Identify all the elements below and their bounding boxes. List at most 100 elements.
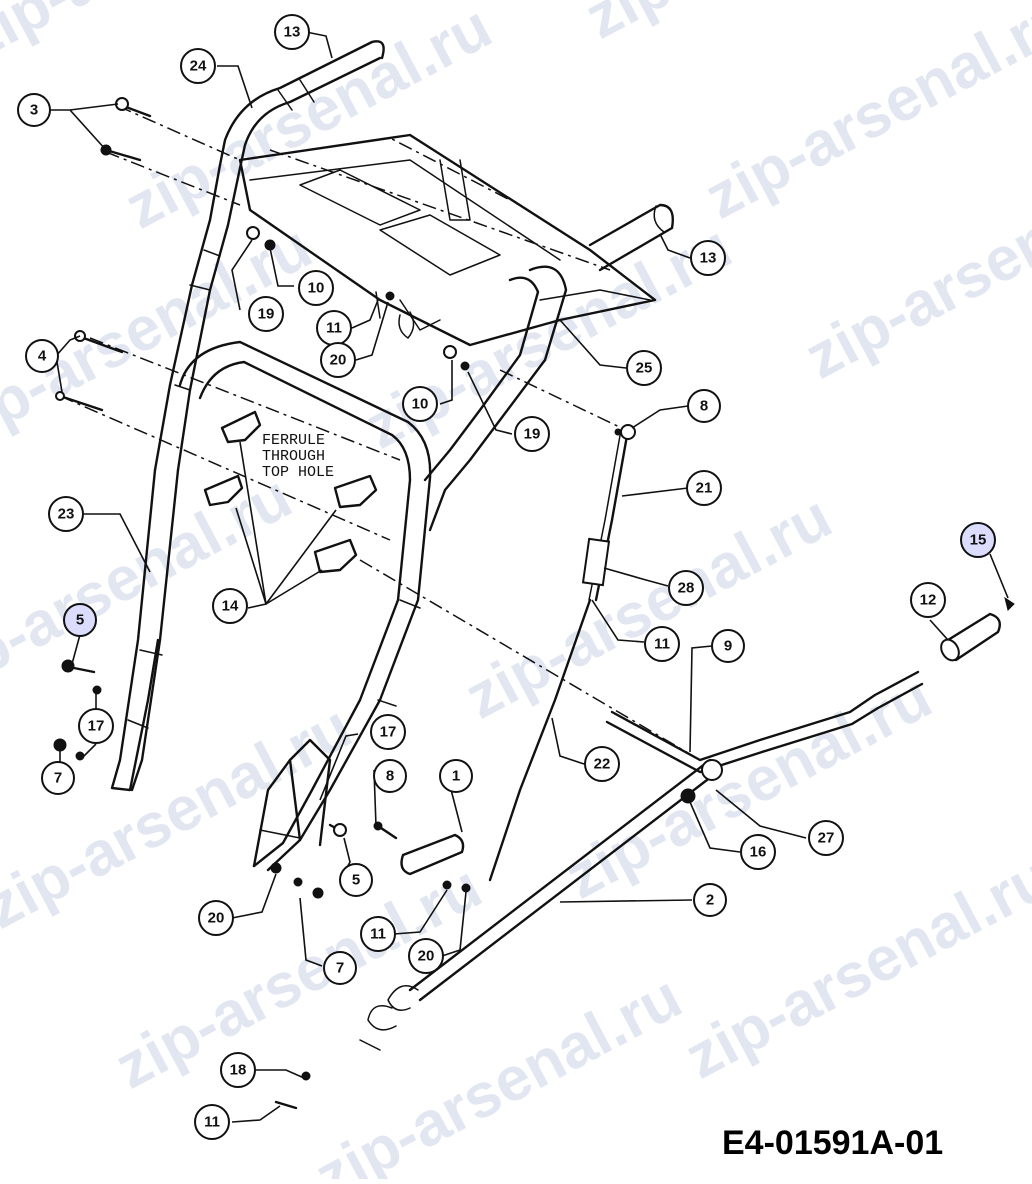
callout-number: 20 xyxy=(418,948,435,965)
callout-5: 5 xyxy=(339,863,373,897)
callout-number: 27 xyxy=(818,830,835,847)
callout-2: 2 xyxy=(693,883,727,917)
callout-circle xyxy=(339,863,373,897)
callout-circle xyxy=(808,820,844,856)
callout-number: 17 xyxy=(88,718,105,735)
callout-circle xyxy=(644,626,680,662)
callout-3: 3 xyxy=(17,93,51,127)
callout-12: 12 xyxy=(910,582,946,618)
callout-19: 19 xyxy=(514,416,550,452)
callout-circle xyxy=(711,629,745,663)
callout-circle xyxy=(78,708,114,744)
callout-number: 28 xyxy=(678,580,695,597)
callout-circle xyxy=(690,240,726,276)
callout-circle xyxy=(25,339,59,373)
callout-number: 19 xyxy=(524,426,541,443)
callout-circle xyxy=(194,1104,230,1140)
callout-number: 23 xyxy=(58,506,75,523)
callout-13: 13 xyxy=(274,14,310,50)
note-line-2: THROUGH xyxy=(262,448,325,465)
callout-number: 7 xyxy=(54,770,62,787)
callout-18: 18 xyxy=(220,1052,256,1088)
callout-circle xyxy=(220,1052,256,1088)
knob-12 xyxy=(940,596,1015,662)
callout-number: 11 xyxy=(370,926,386,943)
callout-13: 13 xyxy=(690,240,726,276)
callout-7: 7 xyxy=(323,951,357,985)
callout-number: 9 xyxy=(724,638,732,655)
callout-number: 11 xyxy=(326,320,342,337)
callout-number: 2 xyxy=(706,892,714,909)
ferrules-14 xyxy=(203,410,378,574)
watermark: zip-arsenal.ru xyxy=(0,212,323,462)
callout-number: 24 xyxy=(190,58,207,75)
callout-circle xyxy=(48,496,84,532)
callout-circle xyxy=(373,759,407,793)
callout-circle xyxy=(212,588,248,624)
callout-20: 20 xyxy=(198,900,234,936)
callout-number: 10 xyxy=(412,396,429,413)
callout-number: 22 xyxy=(594,756,611,773)
callout-circle xyxy=(402,386,438,422)
callout-circle xyxy=(370,714,406,750)
callout-circle xyxy=(17,93,51,127)
callout-circle xyxy=(320,342,356,378)
callout-20: 20 xyxy=(408,938,444,974)
callout-circle xyxy=(740,834,776,870)
callout-circle xyxy=(686,470,722,506)
shift-rod-21-22 xyxy=(488,424,636,882)
callout-circle xyxy=(198,900,234,936)
callout-number: 7 xyxy=(336,960,344,977)
callout-27: 27 xyxy=(808,820,844,856)
callout-10: 10 xyxy=(402,386,438,422)
callout-5: 5 xyxy=(63,603,97,637)
callout-circle xyxy=(514,416,550,452)
bolts-4 xyxy=(55,330,124,412)
watermark: zip-arsenal.ru xyxy=(574,0,962,52)
note-line-1: FERRULE xyxy=(262,432,325,449)
callout-number: 11 xyxy=(654,636,670,653)
callout-number: 5 xyxy=(352,872,360,889)
right-grip-13 xyxy=(588,203,674,272)
note-line-3: TOP HOLE xyxy=(262,464,334,481)
callout-11: 11 xyxy=(316,310,352,346)
callout-9: 9 xyxy=(711,629,745,663)
callout-number: 8 xyxy=(700,398,708,415)
watermark: zip-arsenal.ru xyxy=(0,692,363,942)
callout-circle xyxy=(323,951,357,985)
callout-circle xyxy=(360,916,396,952)
ferrule-note: FERRULE THROUGH TOP HOLE xyxy=(262,432,334,481)
callout-number: 1 xyxy=(452,768,460,785)
callout-number: 18 xyxy=(230,1062,247,1079)
callout-circle xyxy=(63,603,97,637)
callout-number: 19 xyxy=(258,306,275,323)
callout-number: 8 xyxy=(386,768,394,785)
callout-circle xyxy=(687,389,721,423)
watermark: zip-arsenal.ru xyxy=(694,0,1032,232)
callout-number: 11 xyxy=(204,1114,220,1131)
right-channel xyxy=(252,738,332,868)
callout-circle xyxy=(248,296,284,332)
callout-circle xyxy=(693,883,727,917)
lower-handle-frame xyxy=(178,265,568,872)
callout-circle xyxy=(41,761,75,795)
callout-number: 10 xyxy=(308,280,325,297)
callout-8: 8 xyxy=(373,759,407,793)
callout-number: 5 xyxy=(76,612,84,629)
watermark: zip-arsenal.ru xyxy=(794,142,1032,392)
callout-circle xyxy=(584,746,620,782)
callout-10: 10 xyxy=(298,270,334,306)
callout-number: 21 xyxy=(696,480,713,497)
callout-15: 15 xyxy=(960,522,996,558)
callout-17: 17 xyxy=(78,708,114,744)
callout-number: 17 xyxy=(380,724,397,741)
bolts-3 xyxy=(100,97,152,162)
callout-number: 12 xyxy=(920,592,937,609)
callout-circle xyxy=(439,759,473,793)
diagram-code: E4-01591A-01 xyxy=(722,1124,943,1162)
callout-circle xyxy=(180,48,216,84)
callout-11: 11 xyxy=(360,916,396,952)
callout-17: 17 xyxy=(370,714,406,750)
